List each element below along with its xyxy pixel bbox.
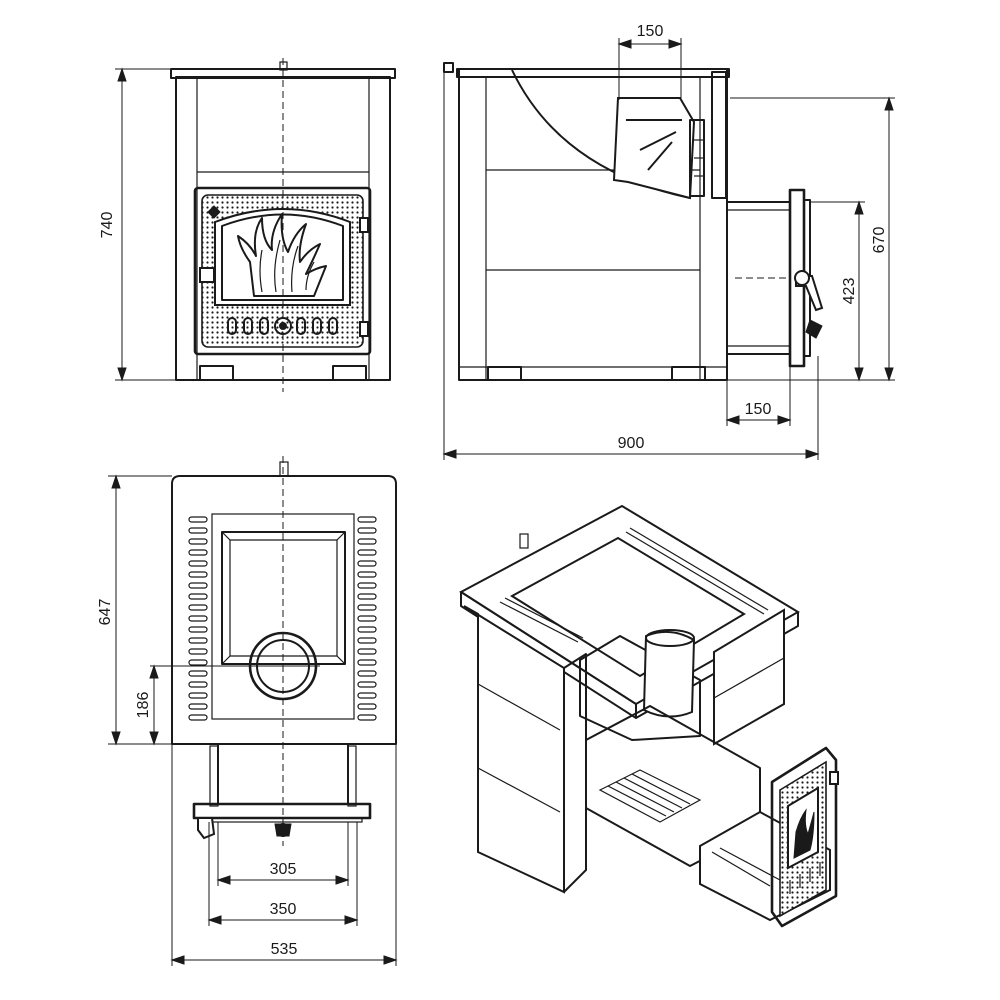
iso-door-flame-icon: [793, 808, 815, 859]
dim-top-width-tunnel: 350: [207, 822, 359, 926]
top-left-vents: [188, 516, 208, 721]
dim-label-647: 647: [97, 599, 114, 626]
dim-label-305: 305: [270, 861, 297, 878]
dim-label-900: 900: [618, 435, 645, 452]
dim-label-740: 740: [99, 212, 116, 239]
dim-label-423: 423: [841, 278, 858, 305]
dim-label-535: 535: [271, 941, 298, 958]
dim-side-top-offset: 150: [617, 23, 683, 100]
side-view: 150 670 423 150: [442, 23, 895, 460]
dim-label-150-top: 150: [637, 23, 664, 40]
top-fire-tunnel: [192, 743, 372, 840]
dim-side-total-length: 900: [442, 72, 820, 460]
dim-side-tunnel-height: 423: [727, 200, 865, 382]
dim-top-width-total: 535: [170, 744, 398, 966]
dim-top-offset: 186: [135, 664, 159, 746]
dim-label-150-bottom: 150: [745, 401, 772, 418]
iso-open-door: [770, 746, 839, 928]
dim-front-height: 740: [99, 67, 176, 382]
front-view: 740: [99, 58, 396, 392]
dim-top-width-inner: 305: [216, 822, 350, 886]
top-right-vents: [357, 516, 377, 721]
isometric-cutaway-view: [459, 504, 839, 928]
iso-grate: [598, 769, 702, 823]
dim-label-350: 350: [270, 901, 297, 918]
top-view: 647 186 305 350: [97, 456, 398, 966]
side-fire-tunnel: [726, 188, 824, 368]
dim-side-tunnel-length: 150: [725, 366, 792, 426]
dim-label-186: 186: [135, 692, 152, 719]
dim-label-670: 670: [871, 227, 888, 254]
iso-top-vents: [499, 527, 769, 643]
dim-top-depth: 647: [97, 474, 172, 746]
